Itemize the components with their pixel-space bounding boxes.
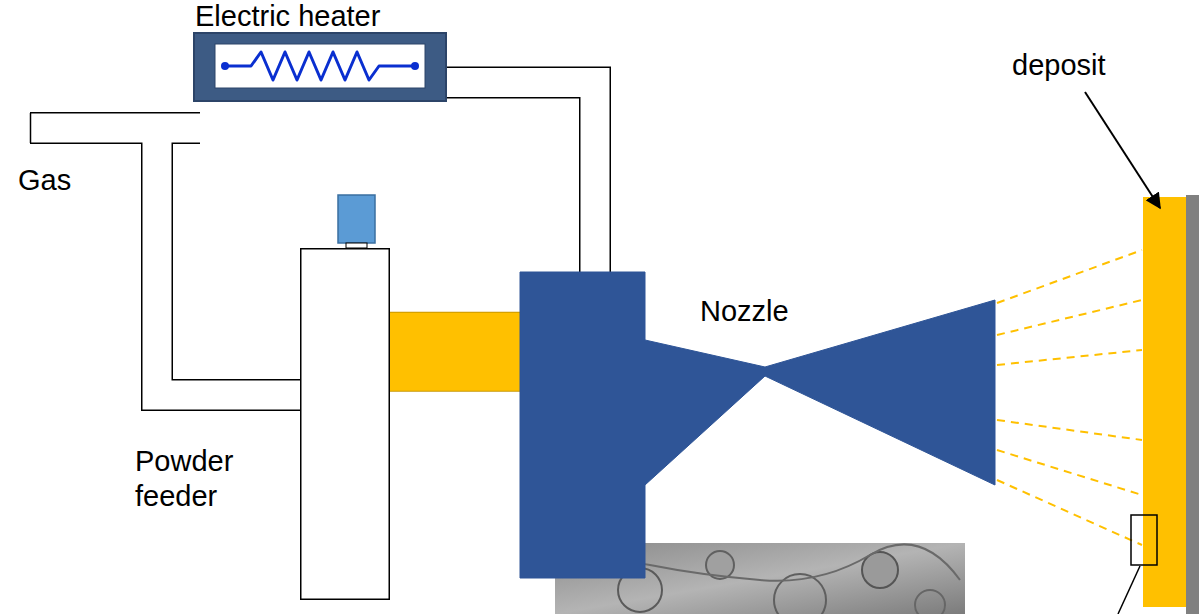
powder-feeder-box: Powder feeder (300, 248, 390, 600)
part-label: deposit (1012, 48, 1106, 83)
heater-box: Electric heater (193, 32, 447, 102)
powder-feeder-box-outline (300, 248, 390, 600)
feeder-cap (338, 195, 375, 243)
gas-pipe (30, 113, 305, 395)
spray-lines (997, 250, 1142, 545)
leader-line (1118, 566, 1140, 614)
resistor-symbol (225, 52, 415, 80)
heater-box-outline (193, 32, 447, 102)
leader-arrow (1085, 92, 1160, 208)
deposit-layer (1143, 197, 1186, 607)
node-label: Nozzle (700, 294, 789, 329)
node-label: Electric heater (195, 0, 380, 34)
part-label: Gas (18, 163, 71, 198)
substrate (1186, 195, 1199, 614)
pipe-connector (390, 351, 521, 352)
inspection-box (1131, 515, 1157, 565)
node-label: Powder feeder (135, 444, 285, 514)
pipe-connector (447, 82, 595, 274)
nozzle-shape: Nozzle (520, 272, 995, 578)
